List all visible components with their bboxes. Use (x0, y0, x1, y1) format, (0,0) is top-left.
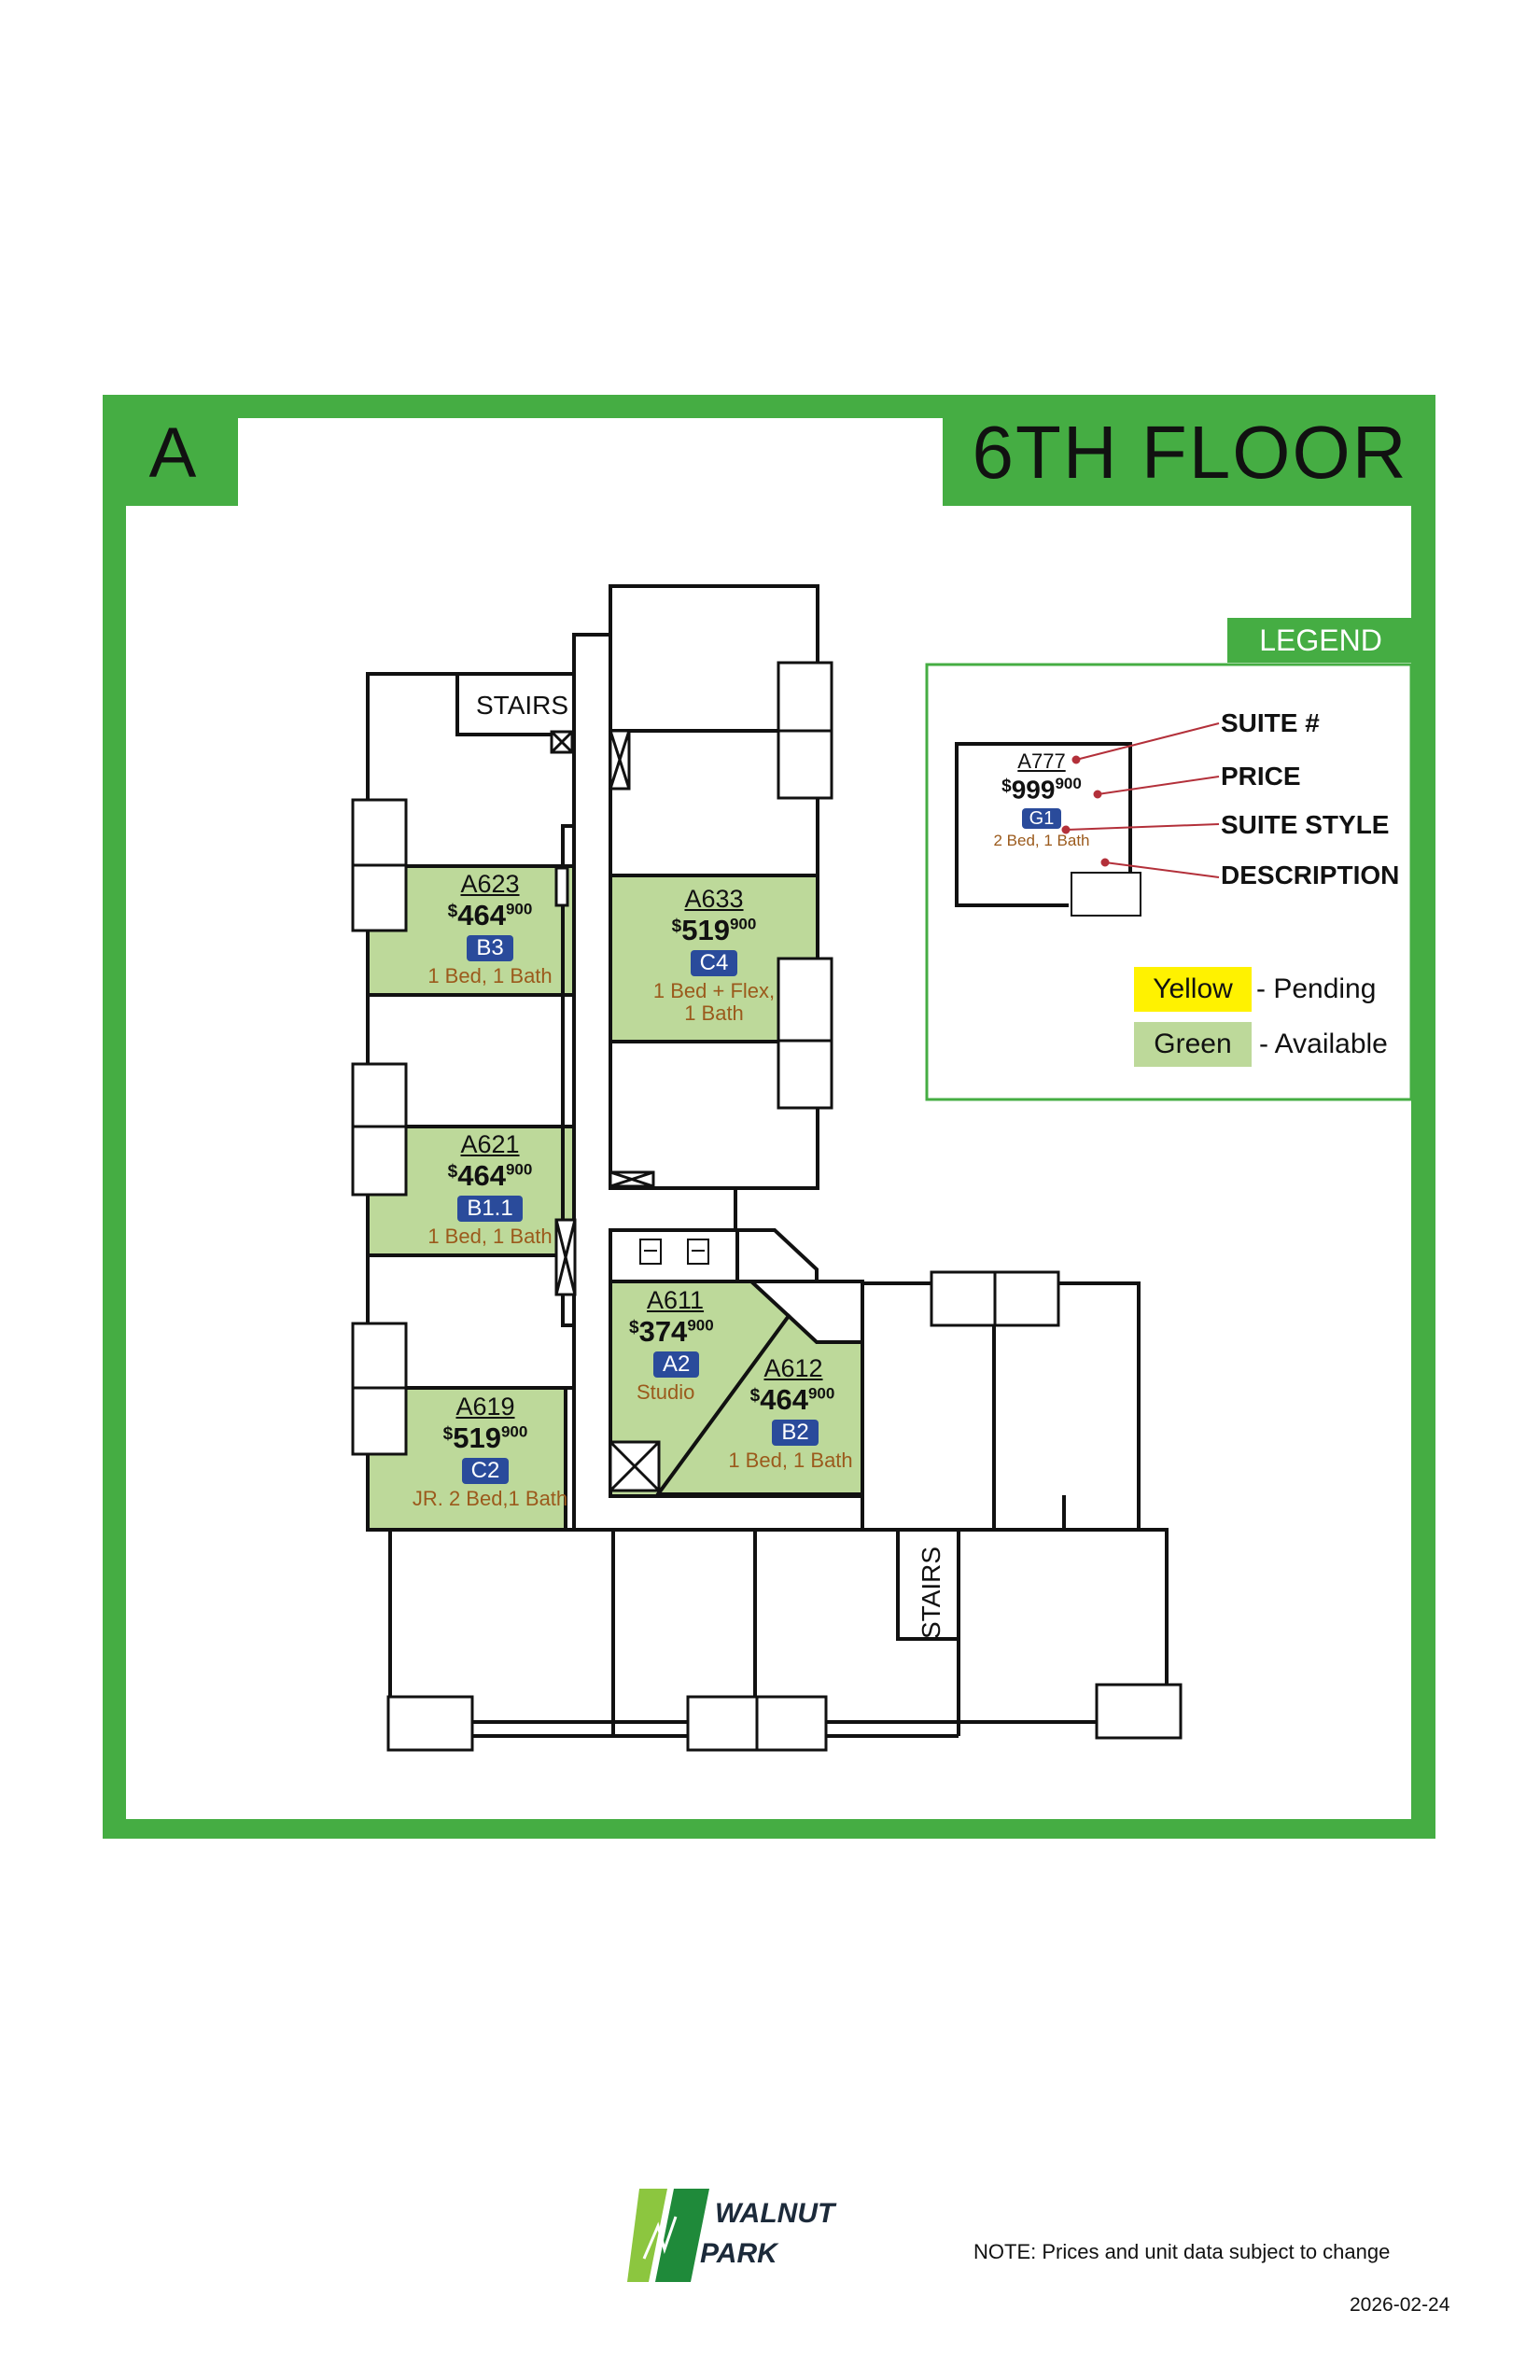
suite-number: A621 (460, 1130, 520, 1158)
legend-sample-outline (955, 742, 1132, 907)
suite-price: $464900 (447, 899, 533, 931)
suite-price: $519900 (442, 1421, 528, 1454)
disclaimer-note: NOTE: Prices and unit data subject to ch… (973, 2240, 1391, 2263)
suite-style-badge: C4 (690, 950, 738, 976)
suite-description: 1 Bed + Flex, 1 Bath (652, 979, 776, 1026)
suite-a612[interactable]: A612 $464900 B2 1 Bed, 1 Bath (728, 1356, 868, 1472)
legend-available-text: - Available (1259, 1029, 1388, 1059)
window-bays (351, 661, 1183, 1752)
walnut-park-logo-mark (627, 2189, 709, 2282)
floor-title: 6TH FLOOR (972, 411, 1408, 494)
suite-description: 1 Bed, 1 Bath (427, 1225, 553, 1248)
utility-shafts (550, 729, 661, 1492)
stairs-label-north: STAIRS (476, 691, 569, 720)
suite-style-badge: B2 (772, 1420, 819, 1446)
suite-description: 1 Bed, 1 Bath (427, 964, 553, 987)
suite-price: $464900 (749, 1383, 835, 1416)
suite-number: A612 (763, 1354, 823, 1382)
logo-line-1: WALNUT (715, 2198, 835, 2229)
legend-leader-lines (1061, 722, 1220, 878)
stairs-label-south: STAIRS (917, 1546, 945, 1639)
suite-number: A633 (684, 885, 744, 913)
legend-sample-window (1071, 872, 1141, 917)
suite-description: Studio (637, 1380, 695, 1404)
legend-sample-style: G1 (1021, 808, 1062, 830)
legend-green-chip: Green (1134, 1022, 1252, 1067)
suite-a633[interactable]: A633 $519900 C4 1 Bed + Flex, 1 Bath (635, 887, 793, 1025)
legend-key-price: PRICE (1221, 762, 1301, 791)
building-label: A (148, 413, 197, 493)
suite-style-badge: C2 (461, 1458, 510, 1484)
legend-sample-number: A777 (1017, 749, 1066, 773)
suite-style-badge: B3 (467, 935, 513, 961)
suite-price: $464900 (447, 1159, 533, 1192)
legend-title: LEGEND (1227, 618, 1414, 663)
suite-number: A611 (647, 1286, 705, 1314)
suite-a621[interactable]: A621 $464900 B1.1 1 Bed, 1 Bath (411, 1132, 569, 1248)
suite-description: JR. 2 Bed,1 Bath (412, 1487, 568, 1510)
print-date: 2026-02-24 (1350, 2294, 1450, 2316)
legend-sample-suite: A777 $999900 G1 2 Bed, 1 Bath (971, 751, 1113, 850)
suite-number: A619 (455, 1393, 515, 1421)
suite-style-badge: B1.1 (457, 1196, 523, 1222)
elevator-icon (639, 1239, 709, 1265)
suite-a611[interactable]: A611 $374900 A2 Studio (616, 1288, 737, 1404)
suite-description: 1 Bed, 1 Bath (728, 1449, 853, 1472)
logo-line-2: PARK (700, 2238, 777, 2269)
suite-a623[interactable]: A623 $464900 B3 1 Bed, 1 Bath (411, 872, 569, 987)
legend-yellow-chip: Yellow (1134, 967, 1252, 1012)
suite-price: $519900 (671, 914, 757, 946)
suite-style-badge: A2 (653, 1351, 700, 1378)
legend-key-description: DESCRIPTION (1221, 861, 1400, 889)
header-bar-gap (238, 418, 943, 506)
legend-key-suite-number: SUITE # (1221, 708, 1320, 737)
suite-number: A623 (460, 870, 520, 898)
legend-pending-text: - Pending (1256, 973, 1377, 1004)
legend-sample-description: 2 Bed, 1 Bath (993, 832, 1090, 850)
suite-price: $374900 (629, 1315, 714, 1348)
legend-key-suite-style: SUITE STYLE (1221, 810, 1390, 839)
legend-sample-price: $999900 (1001, 775, 1082, 805)
suite-a619[interactable]: A619 $519900 C2 JR. 2 Bed,1 Bath (401, 1394, 579, 1510)
